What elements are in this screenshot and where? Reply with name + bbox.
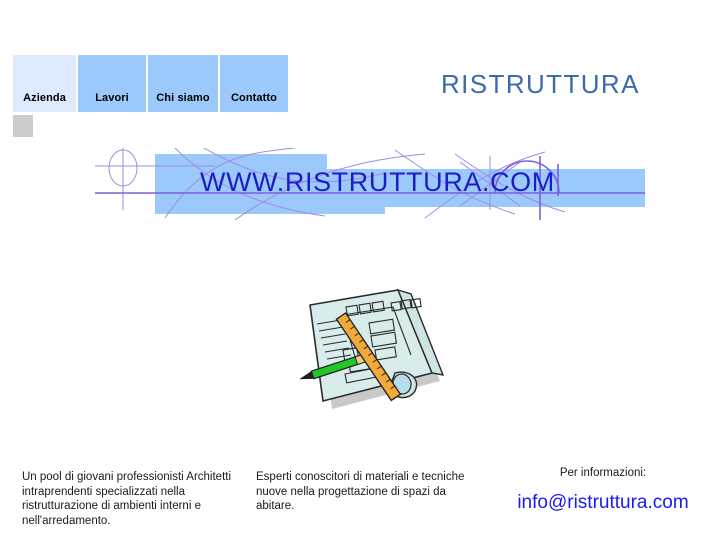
nav-item-label: Contatto <box>230 92 277 104</box>
banner-blueprint-graphic <box>95 148 645 221</box>
nav-item-chi-siamo[interactable]: Chi siamo <box>148 55 218 112</box>
main-navigation: Azienda Lavori Chi siamo Contatto <box>13 55 288 112</box>
page-title: RISTRUTTURA <box>441 69 640 99</box>
nav-item-label: Azienda <box>23 92 66 104</box>
nav-item-lavori[interactable]: Lavori <box>78 55 146 112</box>
nav-item-label: Chi siamo <box>156 92 210 104</box>
footer-column-middle: Esperti conoscitori di materiali e tecni… <box>256 471 465 512</box>
site-banner: WWW.RISTRUTTURA.COM <box>95 148 645 226</box>
footer-column-right: Per informazioni: info@ristruttura.com <box>490 467 716 514</box>
banner-url-text: WWW.RISTRUTTURA.COM <box>200 167 555 197</box>
nav-item-label: Lavori <box>95 92 129 104</box>
info-label: Per informazioni: <box>559 467 647 479</box>
footer-column-left: Un pool di giovani professionisti Archit… <box>22 471 232 527</box>
decorative-gray-square <box>13 115 33 137</box>
nav-item-contatto[interactable]: Contatto <box>220 55 288 112</box>
email-link[interactable]: info@ristruttura.com <box>517 492 689 513</box>
blueprint-illustration <box>299 288 445 409</box>
nav-item-azienda[interactable]: Azienda <box>13 55 76 112</box>
